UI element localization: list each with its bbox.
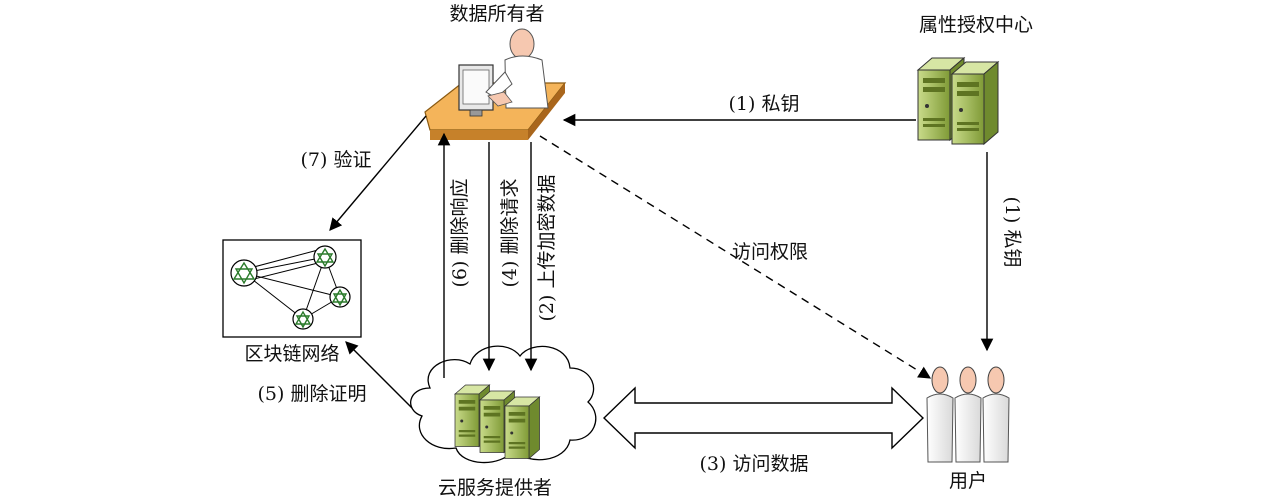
edge-label-delete-proof: (5) 删除证明 (258, 383, 367, 405)
blockchain-network-icon (222, 239, 362, 338)
edge-label-delete-response: (6) 删除响应 (449, 179, 471, 288)
edge-label-private-key-users: (1) 私钥 (1001, 197, 1023, 268)
edge-label-access-permission: 访问权限 (732, 241, 808, 263)
data-owner-icon (424, 28, 567, 140)
arrow-delete-proof (345, 341, 413, 409)
arrow-access-permission (539, 135, 932, 379)
edge-label-upload-encrypted: (2) 上传加密数据 (536, 175, 558, 322)
edge-label-access-data: (3) 访问数据 (700, 453, 809, 475)
attribute-authority-label: 属性授权中心 (919, 14, 1033, 36)
edge-label-private-key-owner: (1) 私钥 (729, 93, 800, 115)
data-owner-label: 数据所有者 (449, 3, 544, 25)
arrow-access-data (602, 386, 925, 450)
arrow-verify (329, 115, 427, 231)
cloud-provider-icon (410, 345, 597, 464)
edge-label-delete-request: (4) 删除请求 (499, 179, 521, 288)
users-icon (926, 366, 1010, 463)
cloud-provider-label: 云服务提供者 (438, 477, 552, 499)
edge-label-verify: (7) 验证 (301, 149, 372, 171)
blockchain-label: 区块链网络 (244, 343, 339, 365)
users-label: 用户 (949, 470, 987, 492)
authority-server-icon (917, 57, 999, 145)
